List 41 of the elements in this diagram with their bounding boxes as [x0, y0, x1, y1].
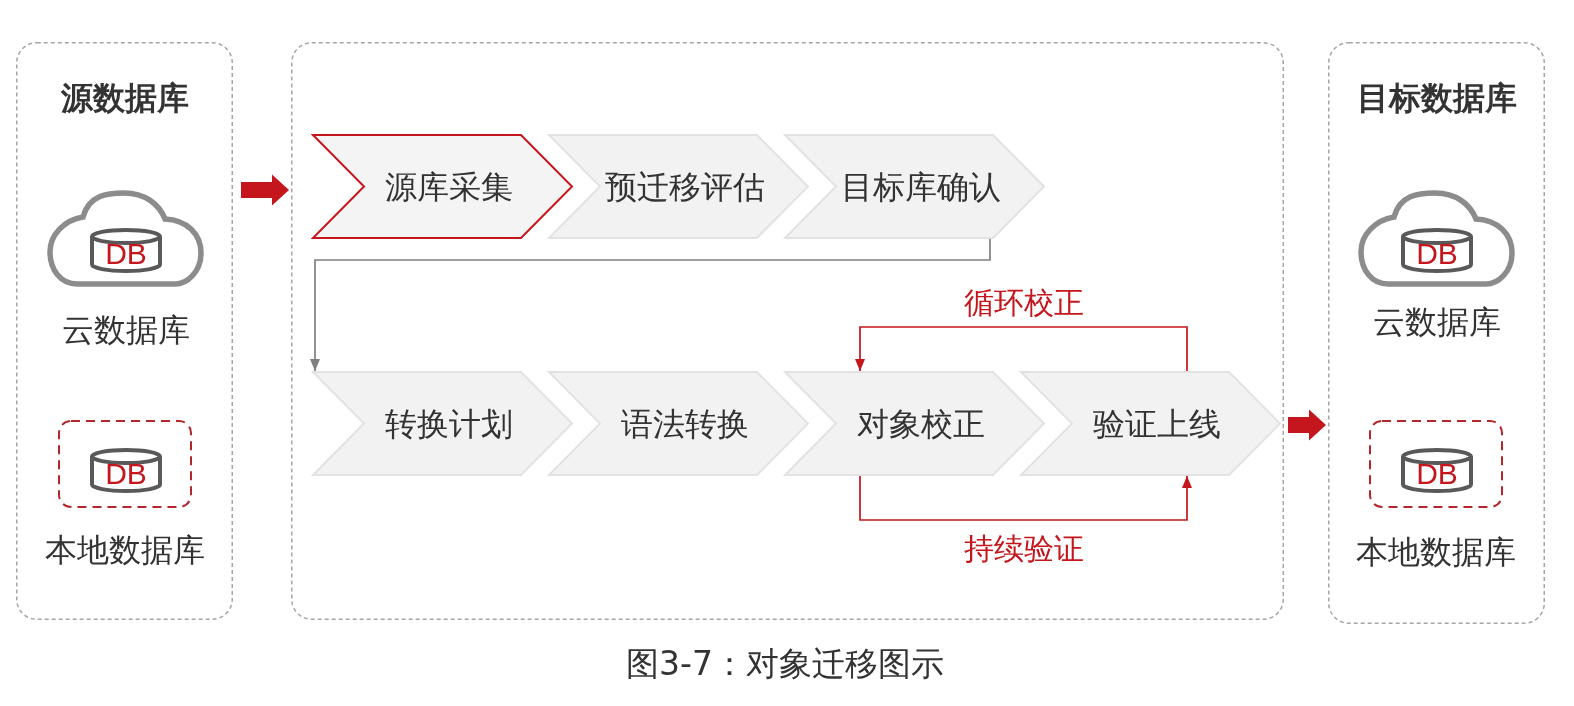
block-arrow [241, 174, 289, 206]
cloud-shape [1358, 190, 1515, 287]
step-label: 源库采集 [384, 168, 513, 205]
database-cylinder [90, 448, 162, 493]
db-label: DB [1416, 458, 1458, 489]
chevron-step [784, 371, 1045, 476]
database-cylinder [1401, 228, 1473, 273]
db-label: DB [1416, 238, 1458, 269]
db-label: DB [105, 458, 147, 489]
step-label: 对象校正 [856, 405, 985, 442]
db-type-label: 云数据库 [61, 312, 190, 349]
chevron-step [548, 371, 809, 476]
chevron-step [1020, 371, 1281, 476]
step-label: 转换计划 [384, 405, 513, 442]
dashed-panel [1328, 42, 1545, 624]
dashed-frame [58, 420, 192, 508]
chevron-step [784, 134, 1045, 239]
db-type-label: 本地数据库 [45, 532, 205, 569]
dashed-panel [291, 42, 1284, 620]
cloud-shape [47, 190, 204, 287]
arrow [855, 326, 1188, 372]
panel-title: 目标数据库 [1356, 80, 1517, 117]
figure-caption: 图3-7：对象迁移图示 [626, 645, 944, 683]
step-label: 验证上线 [1092, 405, 1221, 442]
chevron-step [312, 371, 573, 476]
chevron-step [548, 134, 809, 239]
arrow [859, 475, 1192, 521]
dashed-frame [1369, 420, 1503, 508]
panel-title: 源数据库 [60, 80, 189, 117]
db-label: DB [105, 238, 147, 269]
block-arrow [1288, 409, 1326, 441]
db-type-label: 云数据库 [1372, 304, 1501, 341]
step-label: 预迁移评估 [604, 168, 765, 205]
step-label: 目标库确认 [840, 168, 1001, 205]
chevron-step [312, 134, 573, 239]
step-label: 语法转换 [620, 405, 749, 442]
database-cylinder [1401, 448, 1473, 493]
database-cylinder [90, 228, 162, 273]
dashed-panel [16, 42, 233, 620]
arrow [310, 238, 991, 372]
db-type-label: 本地数据库 [1356, 534, 1516, 571]
